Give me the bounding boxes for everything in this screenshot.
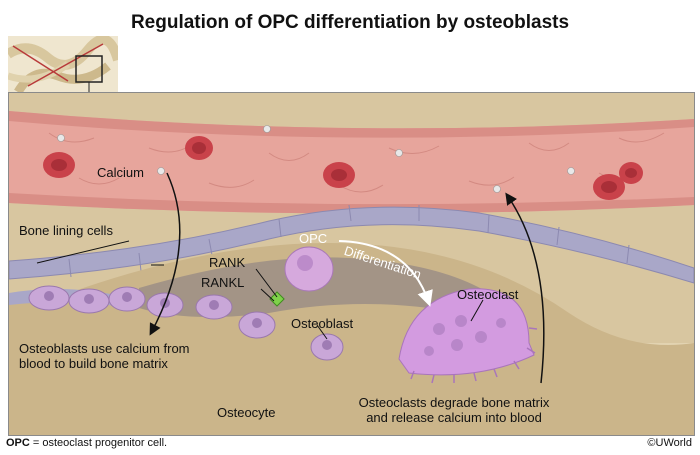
footer-abbr: OPC: [6, 437, 30, 449]
osteoblast-label: Osteoblast: [291, 316, 354, 331]
bone-lining-cells-label: Bone lining cells: [19, 223, 113, 238]
osteoclasts-caption: Osteoclasts degrade bone matrix and rele…: [329, 395, 579, 425]
differentiation-arrow: [338, 240, 433, 307]
osteoblasts-caption-line-2: blood to build bone matrix: [19, 356, 168, 371]
calcium-label: Calcium: [97, 165, 144, 180]
osteoblasts-caption-line-1: Osteoblasts use calcium from: [19, 341, 190, 356]
diagram-panel: Calcium Bone lining cells OPC Differenti…: [8, 92, 695, 436]
osteoclasts-caption-line-2: and release calcium into blood: [366, 410, 542, 425]
osteoclasts-caption-line-1: Osteoclasts degrade bone matrix: [358, 395, 550, 410]
rankl-label: RANKL: [201, 275, 245, 290]
osteocyte-label: Osteocyte: [217, 405, 276, 420]
calcium-release-arrow: [505, 192, 545, 384]
red-blood-cells: [43, 136, 643, 200]
figure-title: Regulation of OPC differentiation by ost…: [130, 12, 570, 33]
opc-label: OPC: [299, 231, 328, 246]
calcium-uptake-arrow: [149, 172, 181, 336]
osteoclast-label: Osteoclast: [457, 287, 519, 302]
footer-definition: OPC = osteoclast progenitor cell.: [6, 437, 167, 449]
calcium-particles: [57, 125, 575, 193]
bone-thumbnail: [8, 36, 118, 92]
copyright: ©UWorld: [647, 437, 692, 449]
osteoblasts-caption: Osteoblasts use calcium from blood to bu…: [19, 341, 279, 371]
footer-definition-text: = osteoclast progenitor cell.: [29, 437, 168, 449]
bone-remodeling-illustration: [9, 93, 694, 435]
rank-label: RANK: [209, 255, 246, 270]
rank-rankl-junction: [269, 291, 285, 307]
blood-vessel: [9, 111, 694, 214]
bone-lining-layer: [9, 206, 694, 284]
